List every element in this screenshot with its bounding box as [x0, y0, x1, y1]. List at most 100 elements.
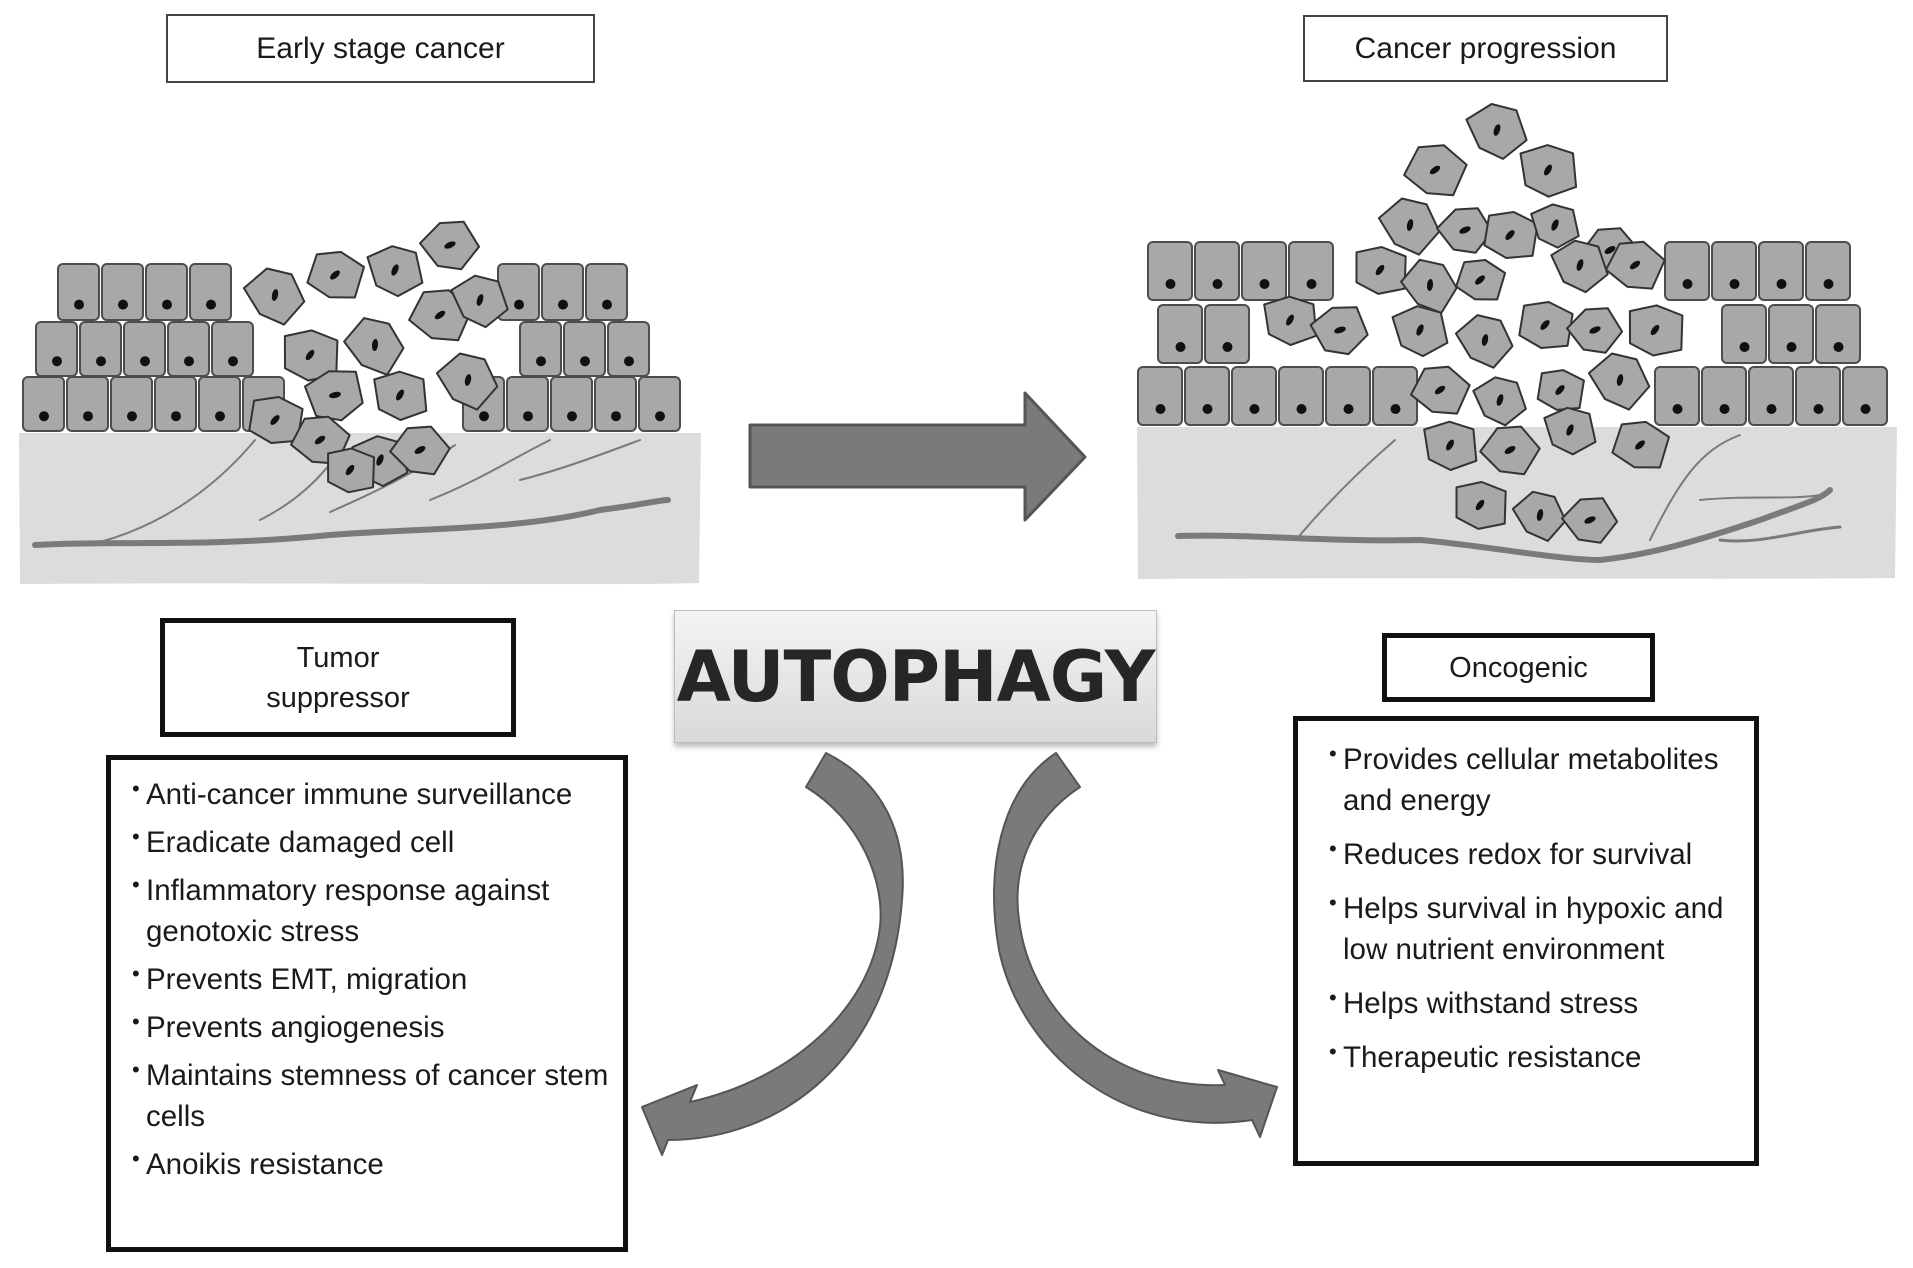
cell-nucleus	[1739, 342, 1750, 352]
list-item-text: Provides cellular metabolites and energy	[1343, 743, 1719, 817]
tumor-cell-nucleus	[1576, 259, 1584, 271]
cell-nucleus	[52, 356, 62, 367]
list-item-text: Prevents EMT, migration	[146, 963, 468, 996]
blood-vessel	[1649, 434, 1741, 541]
tumor-cell-nucleus	[1629, 260, 1641, 270]
tumor-cell-nucleus	[1650, 324, 1660, 336]
early-stage-cancer-label: Early stage cancer	[166, 14, 595, 83]
cell-nucleus	[1833, 342, 1844, 352]
tumor-cell-nucleus	[414, 446, 426, 454]
cell-nucleus	[39, 411, 49, 422]
tumor-cell-nucleus	[1566, 424, 1574, 436]
epithelial-cell	[22, 376, 65, 432]
bullet-icon: •	[132, 872, 140, 897]
tumor-cell-nucleus	[464, 374, 472, 386]
list-item-text: Anoikis resistance	[146, 1148, 384, 1181]
tumor-cell-nucleus	[1475, 499, 1485, 511]
epithelial-cell	[101, 263, 144, 321]
cell-nucleus	[74, 299, 84, 310]
list-item: •Therapeutic resistance	[1329, 1037, 1744, 1078]
epithelial-cell	[1288, 241, 1334, 301]
epithelial-cell	[1654, 366, 1700, 426]
epithelial-cell	[1721, 304, 1767, 364]
list-item-text: Anti-cancer immune surveillance	[146, 778, 573, 811]
epithelial-cell	[1147, 241, 1193, 301]
cell-nucleus	[83, 411, 93, 422]
list-item-text: Prevents angiogenesis	[146, 1011, 445, 1044]
epithelial-cell	[1372, 366, 1418, 426]
epithelial-cell	[1241, 241, 1287, 301]
cell-nucleus	[580, 356, 590, 367]
cell-nucleus	[162, 299, 172, 310]
list-item: •Helps withstand stress	[1329, 983, 1744, 1024]
cell-nucleus	[1390, 404, 1401, 414]
cell-nucleus	[1259, 279, 1270, 289]
cell-nucleus	[1682, 279, 1693, 289]
bullet-icon: •	[1329, 741, 1337, 766]
cell-nucleus	[558, 299, 568, 310]
list-item: •Anoikis resistance	[132, 1144, 613, 1185]
cell-nucleus	[1202, 404, 1213, 414]
tumor-cell-nucleus	[329, 391, 341, 399]
epithelial-cell	[506, 376, 549, 432]
cell-nucleus	[118, 299, 128, 310]
cell-nucleus	[1813, 404, 1824, 414]
cell-nucleus	[140, 356, 150, 367]
bullet-icon: •	[1329, 836, 1337, 861]
tumor-cell-nucleus	[1540, 320, 1550, 330]
tumor-cell-nucleus	[1459, 226, 1471, 234]
tumor-cell-nucleus	[476, 294, 484, 306]
epithelial-cell	[1204, 304, 1250, 364]
cell-nucleus	[1766, 404, 1777, 414]
blood-vessel	[32, 497, 671, 548]
cell-nucleus	[1249, 404, 1260, 414]
tumor-cell-nucleus	[305, 349, 315, 361]
oncogenic-functions-list: •Provides cellular metabolites and energ…	[1293, 716, 1759, 1166]
tumor-cell-nucleus	[271, 289, 279, 301]
epithelial-cell	[563, 321, 606, 377]
tumor-cell-nucleus	[1505, 230, 1515, 240]
tumor-cell-nucleus	[1286, 314, 1294, 326]
tumor-cell-nucleus	[1481, 334, 1489, 346]
tumor-cell-nucleus	[1334, 326, 1346, 334]
cell-nucleus	[536, 356, 546, 367]
blood-vessel	[1699, 494, 1821, 501]
epithelial-cell	[1231, 366, 1277, 426]
epithelial-cell	[35, 321, 78, 377]
epithelial-cell	[1157, 304, 1203, 364]
epithelial-cell	[638, 376, 681, 432]
bullet-icon: •	[132, 1057, 140, 1082]
cell-nucleus	[206, 299, 216, 310]
epithelial-cell	[123, 321, 166, 377]
tumor-cell-nucleus	[1536, 509, 1544, 521]
tumor-cell-nucleus	[1555, 385, 1565, 395]
list-item: •Prevents EMT, migration	[132, 959, 613, 1000]
oncogenic-label: Oncogenic	[1382, 633, 1655, 702]
cell-nucleus	[228, 356, 238, 367]
cell-nucleus	[479, 411, 489, 422]
tumor-cell-nucleus	[396, 389, 404, 401]
cell-nucleus	[624, 356, 634, 367]
cell-nucleus	[215, 411, 225, 422]
tumor-cell-nucleus	[434, 310, 446, 320]
list-item: •Inflammatory response against genotoxic…	[132, 870, 613, 952]
tumor-suppressor-label: Tumor suppressor	[160, 618, 516, 737]
autophagy-title: AUTOPHAGY	[674, 610, 1157, 743]
cell-nucleus	[1165, 279, 1176, 289]
cell-nucleus	[171, 411, 181, 422]
epithelial-cell	[154, 376, 197, 432]
epithelial-cell	[1278, 366, 1324, 426]
tumor-cell-nucleus	[391, 264, 399, 276]
bullet-icon: •	[1329, 1039, 1337, 1064]
cell-nucleus	[184, 356, 194, 367]
epithelial-cell	[541, 263, 584, 321]
curved-arrow-left-icon	[641, 752, 904, 1156]
cell-nucleus	[514, 299, 524, 310]
list-item: •Anti-cancer immune surveillance	[132, 774, 613, 815]
blood-vessel	[99, 439, 256, 543]
bullet-icon: •	[132, 961, 140, 986]
blood-vessel	[1175, 487, 1833, 563]
tumor-cell-nucleus	[1475, 275, 1485, 285]
epithelial-cell	[110, 376, 153, 432]
cell-nucleus	[523, 411, 533, 422]
